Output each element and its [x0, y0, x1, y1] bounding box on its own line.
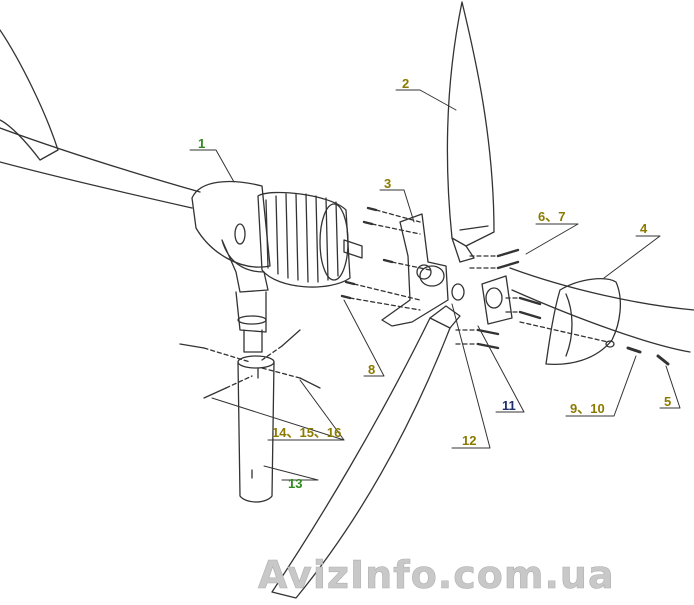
stator-core	[257, 191, 363, 288]
label-part-8: 8	[368, 362, 375, 377]
nose-screws	[626, 346, 670, 366]
label-part-13: 13	[288, 476, 302, 491]
tail-boom	[0, 127, 201, 209]
watermark-text: AvizInfo.com.ua	[258, 553, 615, 597]
spacer-bushing	[419, 265, 465, 301]
label-part-11: 11	[502, 398, 516, 413]
tower-bolts	[179, 329, 321, 399]
tail-fin	[0, 29, 59, 161]
label-part-4: 4	[640, 221, 648, 236]
blade-top	[446, 1, 495, 263]
label-part-5: 5	[664, 394, 671, 409]
leader-lines	[189, 89, 681, 481]
label-part-6-7: 6、7	[538, 209, 565, 224]
hub-bolts-right	[455, 248, 542, 350]
label-part-9-10: 9、10	[570, 401, 605, 416]
label-part-2: 2	[402, 76, 409, 91]
label-part-12: 12	[462, 433, 476, 448]
nose-cone	[519, 278, 622, 366]
hub-plate	[381, 213, 449, 327]
front-hub	[481, 275, 513, 325]
label-part-14-16: 14、15、16	[272, 425, 341, 440]
tower-pole	[237, 355, 275, 503]
blade-bottom	[271, 305, 461, 599]
hub-bolts-left	[340, 206, 431, 311]
label-part-3: 3	[384, 176, 391, 191]
blade-right	[509, 267, 694, 353]
yaw-shaft	[235, 291, 267, 353]
generator-housing	[191, 180, 271, 293]
label-part-1: 1	[198, 136, 205, 151]
